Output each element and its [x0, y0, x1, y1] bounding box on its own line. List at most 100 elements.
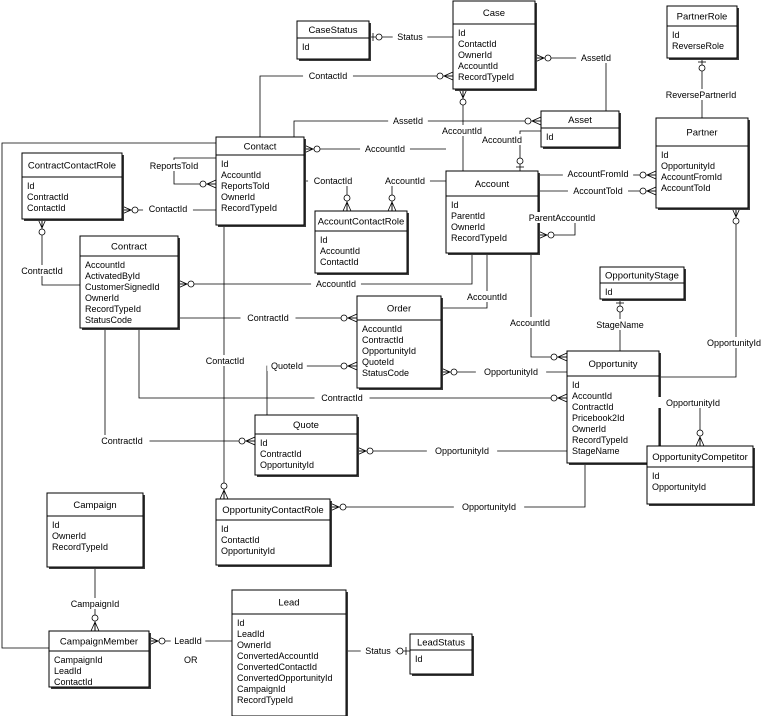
relationship-line [659, 208, 737, 378]
entity-field: Id [652, 471, 660, 481]
entity-title-quote: Quote [293, 420, 319, 431]
relationship-label-text: AccountToId [573, 186, 623, 196]
label-background [360, 645, 396, 656]
many-optional-marker [329, 502, 347, 512]
entity-field: Id [451, 200, 459, 210]
many-optional-marker [340, 361, 358, 371]
entity-field: Id [605, 287, 613, 297]
relationship-line [659, 402, 701, 446]
label-background [308, 175, 358, 186]
relationship-label-acr-account: AccountId [380, 175, 430, 186]
many-optional-marker [534, 53, 552, 63]
entity-box [655, 117, 749, 209]
label-background [170, 635, 206, 646]
relationship-label-text: OpportunityId [462, 502, 516, 512]
entity-field: Id [27, 181, 35, 191]
entity-field: Id [302, 42, 310, 52]
label-background [67, 598, 123, 609]
entity-box [21, 152, 123, 220]
entity-field: RecordTypeId [85, 304, 141, 314]
relationship-label-text: AccountId [442, 126, 482, 136]
entity-box [46, 492, 144, 568]
relationship-label-ccr-contact: ContactId [143, 203, 193, 214]
relationship-line [330, 463, 586, 508]
relationship-label-case-account: AccountId [437, 125, 487, 136]
entity-field: ContactId [320, 257, 359, 267]
label-background [562, 168, 634, 179]
entity-field: Id [320, 235, 328, 245]
entity-contact: ContactIdAccountIdReportsToIdOwnerIdReco… [215, 136, 306, 227]
entity-field: OwnerId [52, 531, 86, 541]
entity-field: ConvertedContactId [237, 662, 317, 672]
one-optional-marker [516, 157, 524, 168]
entity-field: QuoteId [362, 357, 394, 367]
relationship-opp-contract [138, 328, 568, 403]
relationship-label-text: AccountId [365, 144, 405, 154]
entity-box [314, 210, 408, 274]
relationship-label-text: OpportunityId [707, 338, 761, 348]
entity-title-opportunity-competitor: OpportunityCompetitor [652, 452, 748, 463]
relationship-label-text: LeadId [174, 636, 202, 646]
entity-field: AccountFromId [661, 172, 722, 182]
entity-field: Pricebook2Id [572, 413, 625, 423]
entity-field: OpportunityId [221, 546, 275, 556]
relationship-label-opp-contract: ContractId [314, 392, 370, 403]
relationship-label-text: Status [365, 646, 391, 656]
entity-field: ParentId [451, 211, 485, 221]
entity-field: Id [572, 380, 580, 390]
one-optional-marker [396, 647, 407, 655]
relationship-label-text: CampaignId [71, 599, 120, 609]
relationship-label-text: ParentAccountId [529, 213, 596, 223]
entity-field: StatusCode [362, 368, 409, 378]
entity-case: CaseIdContactIdOwnerIdAccountIdRecordTyp… [452, 0, 537, 91]
many-optional-marker [387, 194, 397, 212]
many-optional-marker [121, 205, 139, 215]
relationship-label-case-asset: AssetId [576, 52, 616, 63]
entity-field: ConvertedOpportunityId [237, 673, 333, 683]
many-optional-marker [37, 218, 47, 236]
entity-box [540, 110, 620, 148]
entity-field: Id [546, 132, 554, 142]
entity-field: ContractId [27, 192, 69, 202]
entity-field: AccountToId [661, 183, 711, 193]
label-background [657, 397, 729, 408]
relationship-label-contact-reportsto: ReportsToId [143, 160, 205, 171]
entity-field: OwnerId [237, 640, 271, 650]
entity-field: LeadId [237, 629, 265, 639]
relationship-label-text: ContactId [206, 356, 245, 366]
relationship-quote-contract [104, 328, 256, 446]
entity-field: AccountId [572, 391, 612, 401]
label-background [311, 278, 361, 289]
relationship-label-ocr-opportunity: OpportunityId [453, 501, 525, 512]
entity-field: Id [672, 30, 680, 40]
label-background [392, 31, 428, 42]
relationship-label-asset-account: AccountId [477, 134, 527, 145]
label-background [437, 125, 487, 136]
many-optional-marker [639, 170, 657, 180]
label-background [477, 134, 527, 145]
relationship-label-text: ContractId [321, 393, 363, 403]
relationship-cm-contact [1, 142, 216, 649]
relationship-label-text: ContractId [101, 436, 143, 446]
many-optional-marker [199, 179, 217, 189]
entity-field: OwnerId [85, 293, 119, 303]
entity-box [48, 630, 150, 688]
entity-title-opportunity-stage: OpportunityStage [605, 271, 679, 282]
entity-field: OpportunityId [652, 482, 706, 492]
entity-field: ContractId [362, 335, 404, 345]
label-background [94, 435, 150, 446]
entity-field: Id [661, 150, 669, 160]
label-background [143, 203, 193, 214]
one-optional-marker [698, 61, 706, 72]
relationship-label-order-opportunity: OpportunityId [475, 366, 547, 377]
relationship-line [178, 253, 473, 285]
entity-field: OwnerId [451, 222, 485, 232]
relationship-label-text: ContactId [314, 176, 353, 186]
one-optional-marker [372, 33, 383, 41]
relationship-label-quote-opportunity: OpportunityId [426, 445, 498, 456]
